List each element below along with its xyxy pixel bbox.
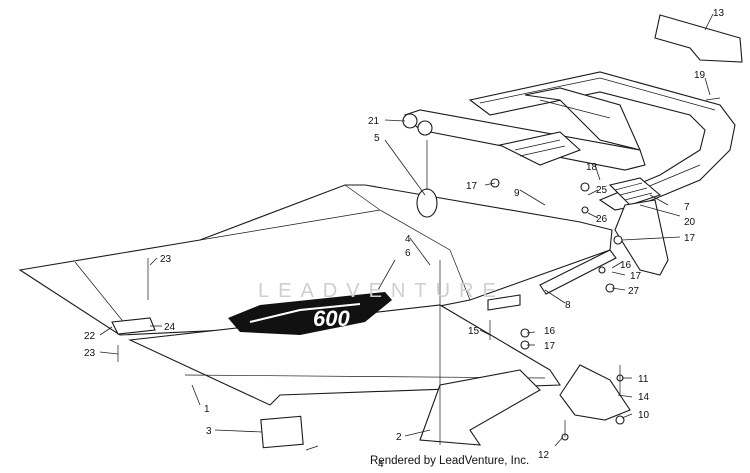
- callout-2: 2: [396, 432, 402, 443]
- axle-shaft: [487, 249, 617, 311]
- callout-21: 21: [368, 116, 380, 127]
- fasteners: [117, 97, 721, 451]
- leader-lines: [99, 13, 714, 447]
- model-decal: 600: [228, 292, 392, 335]
- rear-bracket: [559, 364, 631, 421]
- callout-18: 18: [586, 162, 598, 173]
- callout-labels: 1 2 3 4 4 5 6 7 8 9 10 11 12 13 14 15 16…: [84, 8, 725, 470]
- callout-15: 15: [468, 326, 480, 337]
- callout-14: 14: [638, 392, 650, 403]
- tunnel-panel: [18, 184, 613, 406]
- rear-flap: [614, 199, 669, 276]
- callout-22: 22: [84, 331, 96, 342]
- callout-8: 8: [565, 300, 571, 311]
- rear-bumper-frame: [468, 71, 736, 211]
- callout-13: 13: [713, 8, 725, 19]
- callout-7: 7: [684, 202, 690, 213]
- callout-20: 20: [684, 217, 696, 228]
- callout-25: 25: [596, 185, 608, 196]
- callout-26: 26: [596, 214, 608, 225]
- callout-3: 3: [206, 426, 212, 437]
- callout-4a: 4: [405, 234, 411, 245]
- callout-19: 19: [694, 70, 706, 81]
- callout-11: 11: [638, 374, 649, 385]
- callout-4b: 4: [378, 459, 384, 470]
- reflector: [416, 188, 438, 218]
- callout-5: 5: [374, 133, 380, 144]
- snow-flap: [654, 14, 743, 63]
- footer-credit: Rendered by LeadVenture, Inc.: [370, 455, 530, 467]
- tunnel-rails: [402, 87, 646, 171]
- callout-17d: 17: [466, 181, 478, 192]
- callout-16b: 16: [620, 260, 632, 271]
- watermark-text: LEADVENTURE: [258, 280, 505, 302]
- callout-9: 9: [514, 188, 520, 199]
- callout-23a: 23: [160, 254, 172, 265]
- callout-12: 12: [538, 450, 550, 461]
- callout-6: 6: [405, 248, 411, 259]
- callout-23b: 23: [84, 348, 96, 359]
- callout-16a: 16: [544, 326, 556, 337]
- decal-text: 600: [313, 306, 350, 331]
- callout-10: 10: [638, 410, 650, 421]
- callout-17b: 17: [630, 271, 642, 282]
- callout-24: 24: [164, 322, 176, 333]
- left-pad: [111, 317, 156, 335]
- callout-1: 1: [204, 404, 210, 415]
- callout-27: 27: [628, 286, 640, 297]
- callout-17a: 17: [544, 341, 556, 352]
- mounting-plate: [260, 415, 304, 449]
- callout-17c: 17: [684, 233, 696, 244]
